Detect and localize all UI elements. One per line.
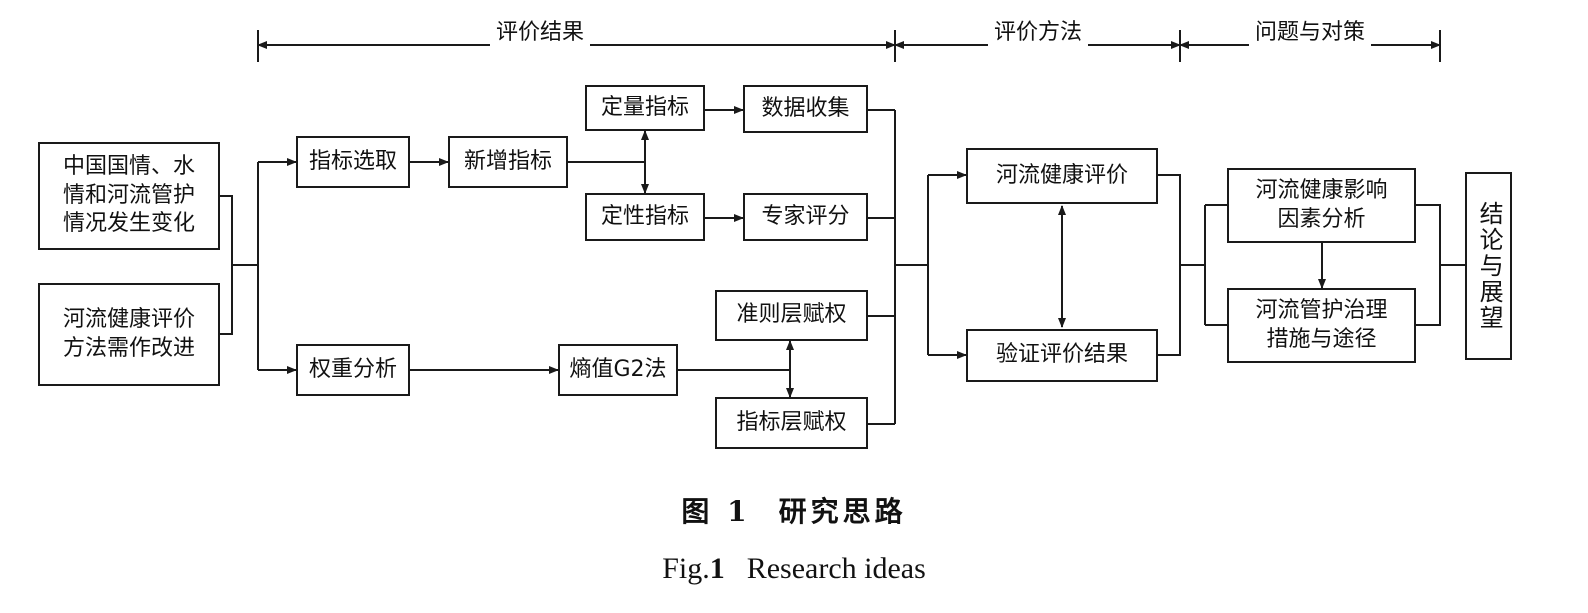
- caption-cn-number: 图 1: [681, 495, 751, 528]
- section-label-results: 评价结果: [489, 14, 591, 46]
- data-collection-box: 数据收集: [743, 85, 868, 133]
- influence-factors-line-2: 因素分析: [1277, 206, 1366, 232]
- river-health-evaluation-box: 河流健康评价: [966, 148, 1158, 204]
- input-situation-line-1: 中国国情、水: [62, 154, 195, 180]
- verify-evaluation-box: 验证评价结果: [966, 329, 1158, 382]
- qualitative-indicator-box: 定性指标: [585, 193, 705, 241]
- caption-en-number: 1: [709, 552, 725, 585]
- section-label-method: 评价方法: [987, 14, 1089, 46]
- caption-cn-title: 研究思路: [778, 495, 907, 528]
- conclusion-box: 结论与展望: [1465, 172, 1512, 360]
- influence-factors-box: 河流健康影响 因素分析: [1227, 168, 1416, 243]
- influence-factors-line-1: 河流健康影响: [1255, 177, 1388, 203]
- input-improve-line-2: 方法需作改进: [62, 335, 195, 361]
- quantitative-indicator-box: 定量指标: [585, 85, 705, 131]
- figure-caption-cn: 图 1 研究思路: [0, 490, 1588, 530]
- section-label-problems: 问题与对策: [1248, 14, 1372, 46]
- entropy-g2-box: 熵值G2法: [558, 344, 678, 396]
- caption-en-title: Research ideas: [746, 552, 926, 585]
- governance-measures-line-1: 河流管护治理: [1255, 297, 1388, 323]
- governance-measures-line-2: 措施与途径: [1266, 326, 1377, 352]
- indicator-weight-box: 指标层赋权: [715, 397, 868, 449]
- input-situation-line-3: 情况发生变化: [62, 211, 195, 237]
- governance-measures-box: 河流管护治理 措施与途径: [1227, 288, 1416, 363]
- input-situation-box: 中国国情、水 情和河流管护 情况发生变化: [38, 142, 220, 250]
- indicator-select-box: 指标选取: [296, 136, 410, 188]
- input-improve-line-1: 河流健康评价: [62, 306, 195, 332]
- expert-score-box: 专家评分: [743, 193, 868, 241]
- figure-caption-en: Fig.1 Research ideas: [0, 552, 1588, 586]
- input-situation-line-2: 情和河流管护: [62, 182, 195, 208]
- new-indicator-box: 新增指标: [448, 136, 568, 188]
- caption-en-prefix: Fig.: [662, 552, 710, 585]
- weight-analysis-box: 权重分析: [296, 344, 410, 396]
- input-improve-box: 河流健康评价 方法需作改进: [38, 283, 220, 386]
- criteria-weight-box: 准则层赋权: [715, 290, 868, 341]
